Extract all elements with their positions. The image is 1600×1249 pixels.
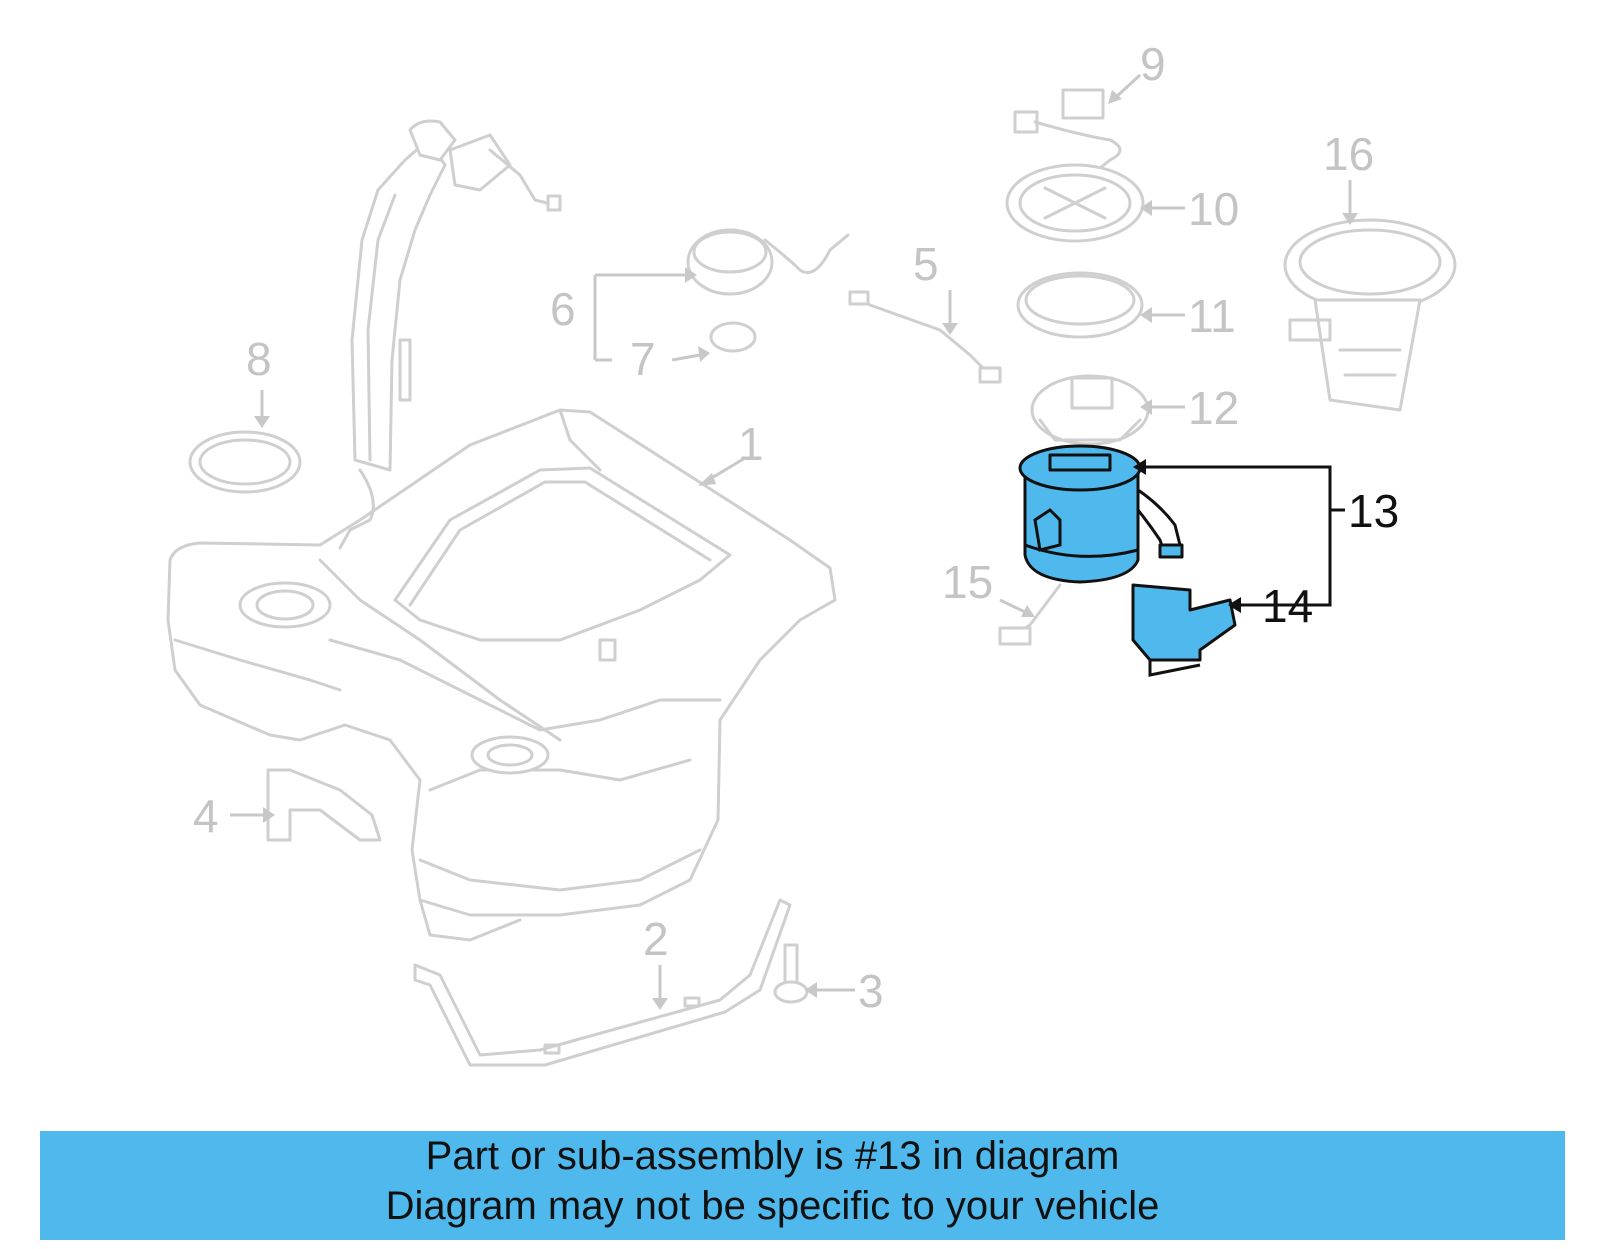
strainer-part-highlighted[interactable] <box>1131 583 1237 677</box>
callout-15: 15 <box>942 556 993 608</box>
o-ring-seal-part[interactable] <box>709 321 757 353</box>
bolt-part[interactable] <box>773 943 809 1004</box>
pump-flange-part[interactable] <box>1005 163 1145 243</box>
callout-leaders <box>230 73 1358 1010</box>
callout-11: 11 <box>1188 290 1236 342</box>
callout-16: 16 <box>1323 128 1374 180</box>
callout-6: 6 <box>550 283 576 335</box>
fuel-cap-part[interactable] <box>686 228 850 296</box>
fuel-pump-assembly-highlighted[interactable] <box>1018 444 1184 584</box>
callout-8: 8 <box>246 333 272 385</box>
fuel-tank-part[interactable] <box>166 408 837 942</box>
callout-5: 5 <box>913 238 939 290</box>
callout-10: 10 <box>1188 183 1239 235</box>
filler-neck-part[interactable] <box>338 119 562 550</box>
heat-shield-bracket-part[interactable] <box>266 768 382 842</box>
callout-2: 2 <box>643 913 669 965</box>
callout-9: 9 <box>1140 38 1166 90</box>
callout-7: 7 <box>630 333 656 385</box>
info-banner: Part or sub-assembly is #13 in diagram D… <box>40 1131 1565 1240</box>
lock-ring-part[interactable] <box>188 430 302 494</box>
callout-labels: 1 2 3 4 5 6 7 8 9 10 11 12 13 14 15 16 <box>193 38 1399 1017</box>
tank-strap-part[interactable] <box>413 898 792 1067</box>
wiring-harness-part[interactable] <box>998 583 1062 646</box>
connector-part[interactable] <box>1013 88 1122 170</box>
banner-line-2: Diagram may not be specific to your vehi… <box>385 1184 1160 1228</box>
seal-ring-part[interactable] <box>1016 271 1144 339</box>
fuel-pump-module-alt-part[interactable] <box>1283 218 1457 412</box>
banner-line-1: Part or sub-assembly is #13 in diagram <box>425 1134 1120 1178</box>
pump-module-top-part[interactable] <box>1030 374 1150 446</box>
sensor-wire-part[interactable] <box>848 290 1002 384</box>
callout-3: 3 <box>858 965 884 1017</box>
callout-1: 1 <box>738 418 764 470</box>
callout-14: 14 <box>1262 580 1313 632</box>
callout-13: 13 <box>1348 485 1399 537</box>
highlight-leaders <box>1133 459 1345 613</box>
callout-4: 4 <box>193 790 219 842</box>
callout-12: 12 <box>1188 382 1239 434</box>
